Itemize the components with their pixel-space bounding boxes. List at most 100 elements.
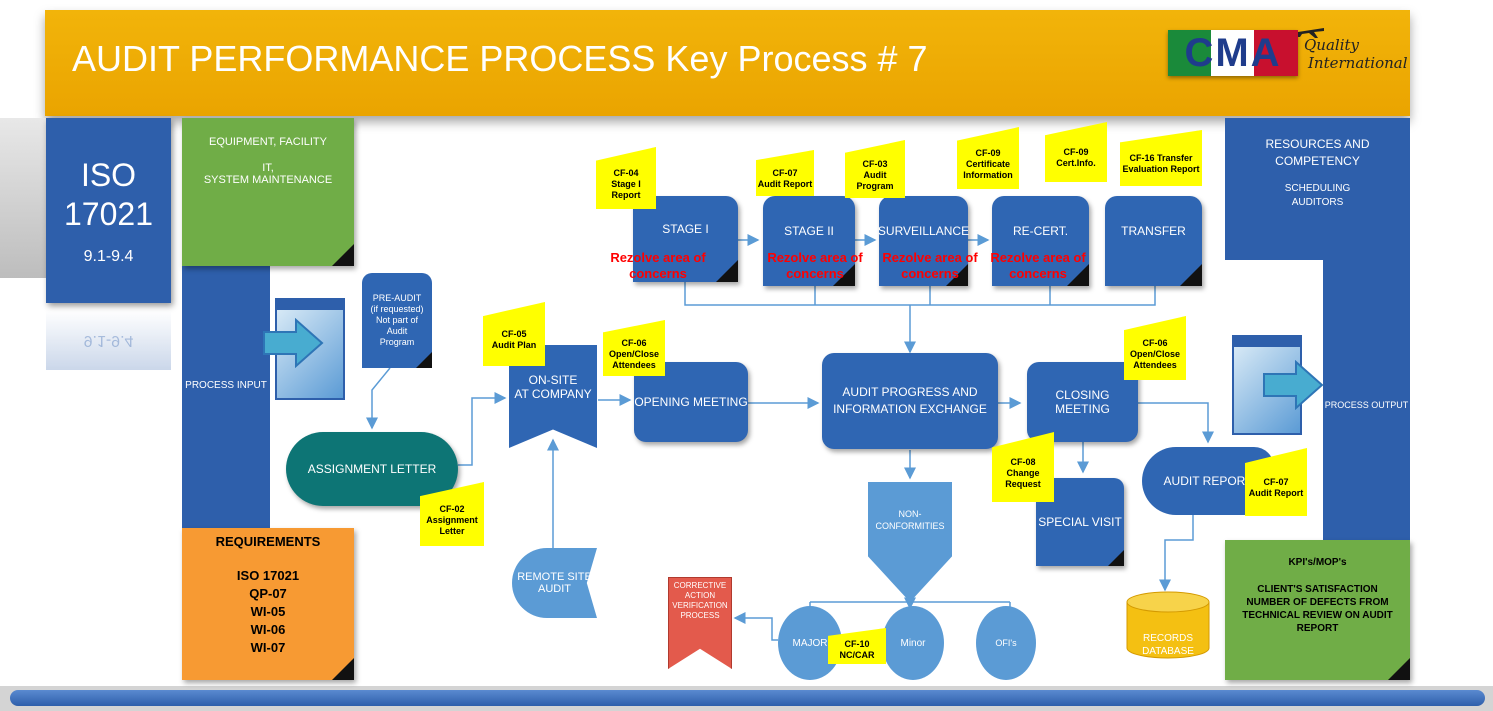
requirement-item: ISO 17021 <box>236 568 300 583</box>
audit-progress-line-1: AUDIT PROGRESS AND <box>842 385 978 399</box>
concern-line-2: concerns <box>901 266 959 281</box>
surveillance-label: SURVEILLANCE <box>877 224 970 238</box>
stage-fold <box>833 264 855 286</box>
surveillance-box: SURVEILLANCE <box>877 196 970 286</box>
pre-audit-doc: PRE-AUDIT (if requested) Not part of Aud… <box>362 273 432 368</box>
kpi-line-1: CLIENT'S SATISFACTION <box>1257 584 1378 595</box>
concern-line-1: Rezolve area of <box>882 250 978 265</box>
cma-logo: CMA Quality International <box>1168 22 1408 82</box>
pre-audit-line: Program <box>379 337 415 347</box>
note-line: CF-04 <box>613 167 639 178</box>
note-line: Open/Close <box>1129 348 1180 359</box>
note-line: Audit Report <box>757 179 813 189</box>
note-cf05: CF-05 Audit Plan <box>483 302 545 366</box>
output-arrow-icon <box>1262 360 1324 410</box>
resources-line-3: SCHEDULING <box>1284 183 1351 194</box>
concern-line-1: Rezolve area of <box>990 250 1086 265</box>
page-title: AUDIT PERFORMANCE PROCESS Key Process # … <box>72 38 928 79</box>
note-line: Information <box>963 169 1013 180</box>
note-line: Audit <box>863 169 887 180</box>
equipment-box: EQUIPMENT, FACILITY IT, SYSTEM MAINTENAN… <box>182 118 354 266</box>
concern-label: Rezolve area of concerns <box>598 250 718 282</box>
corrective-line: PROCESS <box>680 611 720 620</box>
note-line: Cert.Info. <box>1056 158 1096 168</box>
recert-box: RE-CERT. <box>992 196 1089 286</box>
records-database-label: RECORDS DATABASE <box>1125 625 1211 665</box>
nonconformities-line-2: CONFORMITIES <box>875 521 945 531</box>
kpi-line-4: REPORT <box>1296 623 1339 634</box>
iso-clauses: 9.1-9.4 <box>83 247 134 265</box>
corrective-line: VERIFICATION <box>672 601 728 610</box>
note-line: Request <box>1005 478 1041 489</box>
note-line: Audit Report <box>1248 488 1304 498</box>
records-line-1: RECORDS <box>1142 633 1193 644</box>
assignment-letter: ASSIGNMENT LETTER <box>286 432 458 506</box>
note-line: Certificate <box>965 158 1010 169</box>
note-line: Letter <box>439 525 465 536</box>
pre-audit-line: (if requested) <box>370 304 424 314</box>
note-line: NC/CAR <box>839 650 875 660</box>
minor-circle: Minor <box>882 606 944 680</box>
note-line: CF-08 <box>1010 456 1036 467</box>
transfer-label: TRANSFER <box>1121 224 1186 238</box>
input-arrow-icon <box>262 318 324 368</box>
stage-1-box: STAGE I <box>633 196 738 282</box>
logo-flag <box>1168 30 1298 76</box>
note-line: CF-02 <box>439 503 465 514</box>
note-line: CF-06 <box>621 337 647 348</box>
records-line-2: DATABASE <box>1142 646 1194 657</box>
audit-progress: AUDIT PROGRESS AND INFORMATION EXCHANGE <box>822 353 998 449</box>
requirement-item: WI-05 <box>250 604 286 619</box>
concern-label: Rezolve area of concerns <box>870 250 990 282</box>
concern-line-1: Rezolve area of <box>767 250 863 265</box>
requirement-item: WI-07 <box>250 640 286 655</box>
note-line: CF-16 Transfer <box>1129 153 1193 163</box>
remote-site-box: REMOTE SITE AUDIT <box>512 548 597 618</box>
stage-fold <box>946 264 968 286</box>
note-line: Assignment <box>426 514 478 525</box>
logo-tagline-2: International <box>1308 54 1408 72</box>
iso-block: ISO 17021 9.1-9.4 <box>46 118 171 303</box>
resources-line-1: RESOURCES AND <box>1265 137 1370 151</box>
special-visit-label: SPECIAL VISIT <box>1038 515 1122 529</box>
requirements-title: REQUIREMENTS <box>215 534 321 549</box>
transfer-box: TRANSFER <box>1105 196 1202 286</box>
resources-line-2: COMPETENCY <box>1275 154 1360 168</box>
requirement-item: QP-07 <box>249 586 287 601</box>
note-line: Attendees <box>1133 359 1177 370</box>
equipment-line-1: EQUIPMENT, FACILITY <box>209 136 327 148</box>
note-line: Attendees <box>612 359 656 370</box>
iso-label: ISO <box>80 156 137 193</box>
process-output: PROCESS OUTPUT <box>1323 260 1410 550</box>
note-line: CF-09 <box>1063 147 1089 157</box>
note-cf07b: CF-07 Audit Report <box>1245 448 1307 516</box>
pre-audit-line: Not part of <box>375 315 419 325</box>
note-line: CF-07 <box>1263 477 1289 487</box>
onsite-line-2: AT COMPANY <box>514 386 592 401</box>
note-line: CF-03 <box>862 158 888 169</box>
note-line: Audit Plan <box>491 340 537 350</box>
footer-bar <box>10 690 1485 706</box>
note-line: CF-09 <box>975 147 1001 158</box>
stage-fold <box>1067 264 1089 286</box>
kpi-title: KPI's/MOP's <box>1288 557 1347 568</box>
equipment-line-2: IT, <box>262 162 274 174</box>
note-line: Stage I <box>611 178 641 189</box>
equipment-line-3: SYSTEM MAINTENANCE <box>203 174 333 186</box>
note-line: CF-10 <box>844 639 870 649</box>
concern-line-1: Rezolve area of <box>610 250 706 265</box>
closing-meeting: CLOSING MEETING <box>1027 362 1138 442</box>
kpi-box: KPI's/MOP's CLIENT'S SATISFACTION NUMBER… <box>1225 540 1410 680</box>
process-input: PROCESS INPUT <box>182 230 270 540</box>
concern-line-2: concerns <box>1009 266 1067 281</box>
records-database-icon <box>1125 590 1211 660</box>
note-line: CF-06 <box>1142 337 1168 348</box>
note-cf10: CF-10 NC/CAR <box>828 628 886 664</box>
ofi-circle: OFI's <box>976 606 1036 680</box>
kpi-fold <box>1388 658 1410 680</box>
note-line: Report <box>611 189 641 200</box>
resources-box: RESOURCES AND COMPETENCY SCHEDULING AUDI… <box>1225 118 1410 260</box>
stage-2-box: STAGE II <box>763 196 855 286</box>
note-line: Change <box>1006 467 1040 478</box>
kpi-line-3: TECHNICAL REVIEW ON AUDIT <box>1242 610 1393 621</box>
